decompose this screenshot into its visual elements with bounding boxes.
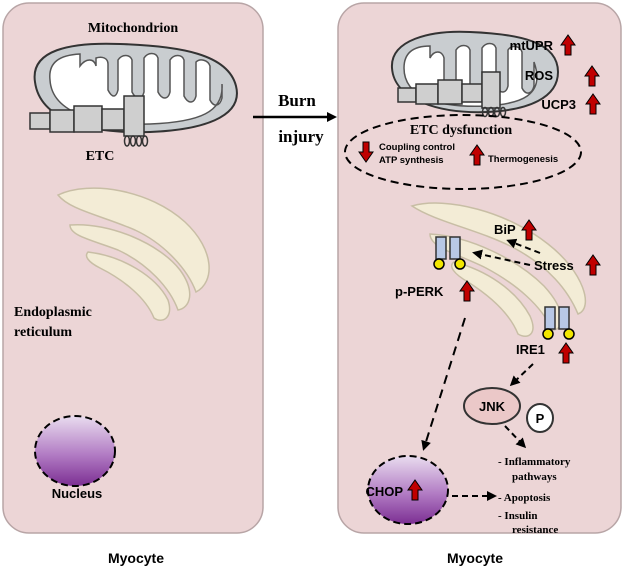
left-endoplasmic-reticulum — [56, 187, 210, 321]
right-myocyte-label: Myocyte — [447, 550, 503, 566]
left-myocyte-label: Myocyte — [108, 550, 164, 566]
jnk-to-outcomes-arrow — [504, 425, 527, 449]
ire1-label: IRE1 — [516, 342, 545, 357]
right-etc-complexes — [397, 71, 507, 118]
outcome-apoptosis: - Apoptosis — [498, 492, 551, 504]
burn-injury-transition: Burn injury — [253, 91, 337, 146]
outcomes-list: - Inflammatory pathways - Apoptosis - In… — [498, 456, 571, 536]
nucleus-label: Nucleus — [52, 486, 103, 501]
perk-receptor — [433, 236, 466, 270]
p-perk-label: p-PERK — [395, 284, 444, 299]
perk-to-chop-arrow — [421, 317, 466, 451]
phospho-label: P — [536, 411, 545, 426]
thermogenesis-label: Thermogenesis — [488, 154, 558, 165]
left-cell: Mitochondrion ETC Endoplasmic reticulum — [2, 2, 264, 566]
mtupr-label: mtUPR — [510, 38, 554, 53]
outcome-insulin: - Insulin — [498, 510, 537, 522]
er-label-line-1: Endoplasmic — [14, 305, 92, 320]
chop-label: CHOP — [365, 484, 403, 499]
outcome-insulin-2: resistance — [512, 524, 558, 536]
etc-dysfunction-ellipse — [344, 114, 582, 190]
atp-synthesis-label: ATP synthesis — [379, 155, 444, 166]
left-etc-complexes — [29, 95, 149, 147]
ucp3-label: UCP3 — [541, 97, 576, 112]
ros-label: ROS — [525, 68, 554, 83]
burn-label: Burn — [278, 91, 316, 110]
ire1-receptor — [542, 306, 575, 340]
right-cell-membrane — [337, 2, 622, 534]
left-nucleus — [34, 415, 116, 487]
outcome-inflammatory-2: pathways — [512, 471, 557, 483]
bip-label: BiP — [494, 222, 516, 237]
jnk-label: JNK — [479, 399, 506, 414]
stress-label: Stress — [534, 258, 574, 273]
stress-to-bip-arrow — [506, 238, 541, 254]
jnk-node — [463, 387, 521, 425]
coupling-control-label: Coupling control — [379, 142, 455, 153]
outcome-inflammatory: - Inflammatory — [498, 456, 571, 468]
etc-label: ETC — [86, 149, 115, 164]
ire1-to-jnk-arrow — [509, 363, 534, 387]
right-cell: mtUPR ROS UCP3 ETC dysfunction Coupling … — [337, 2, 622, 566]
injury-label: injury — [278, 127, 324, 146]
phospho-node — [526, 403, 554, 433]
mito-label: Mitochondrion — [88, 21, 178, 36]
etc-dysfunction-label: ETC dysfunction — [410, 123, 513, 138]
er-label-line-2: reticulum — [14, 325, 72, 340]
